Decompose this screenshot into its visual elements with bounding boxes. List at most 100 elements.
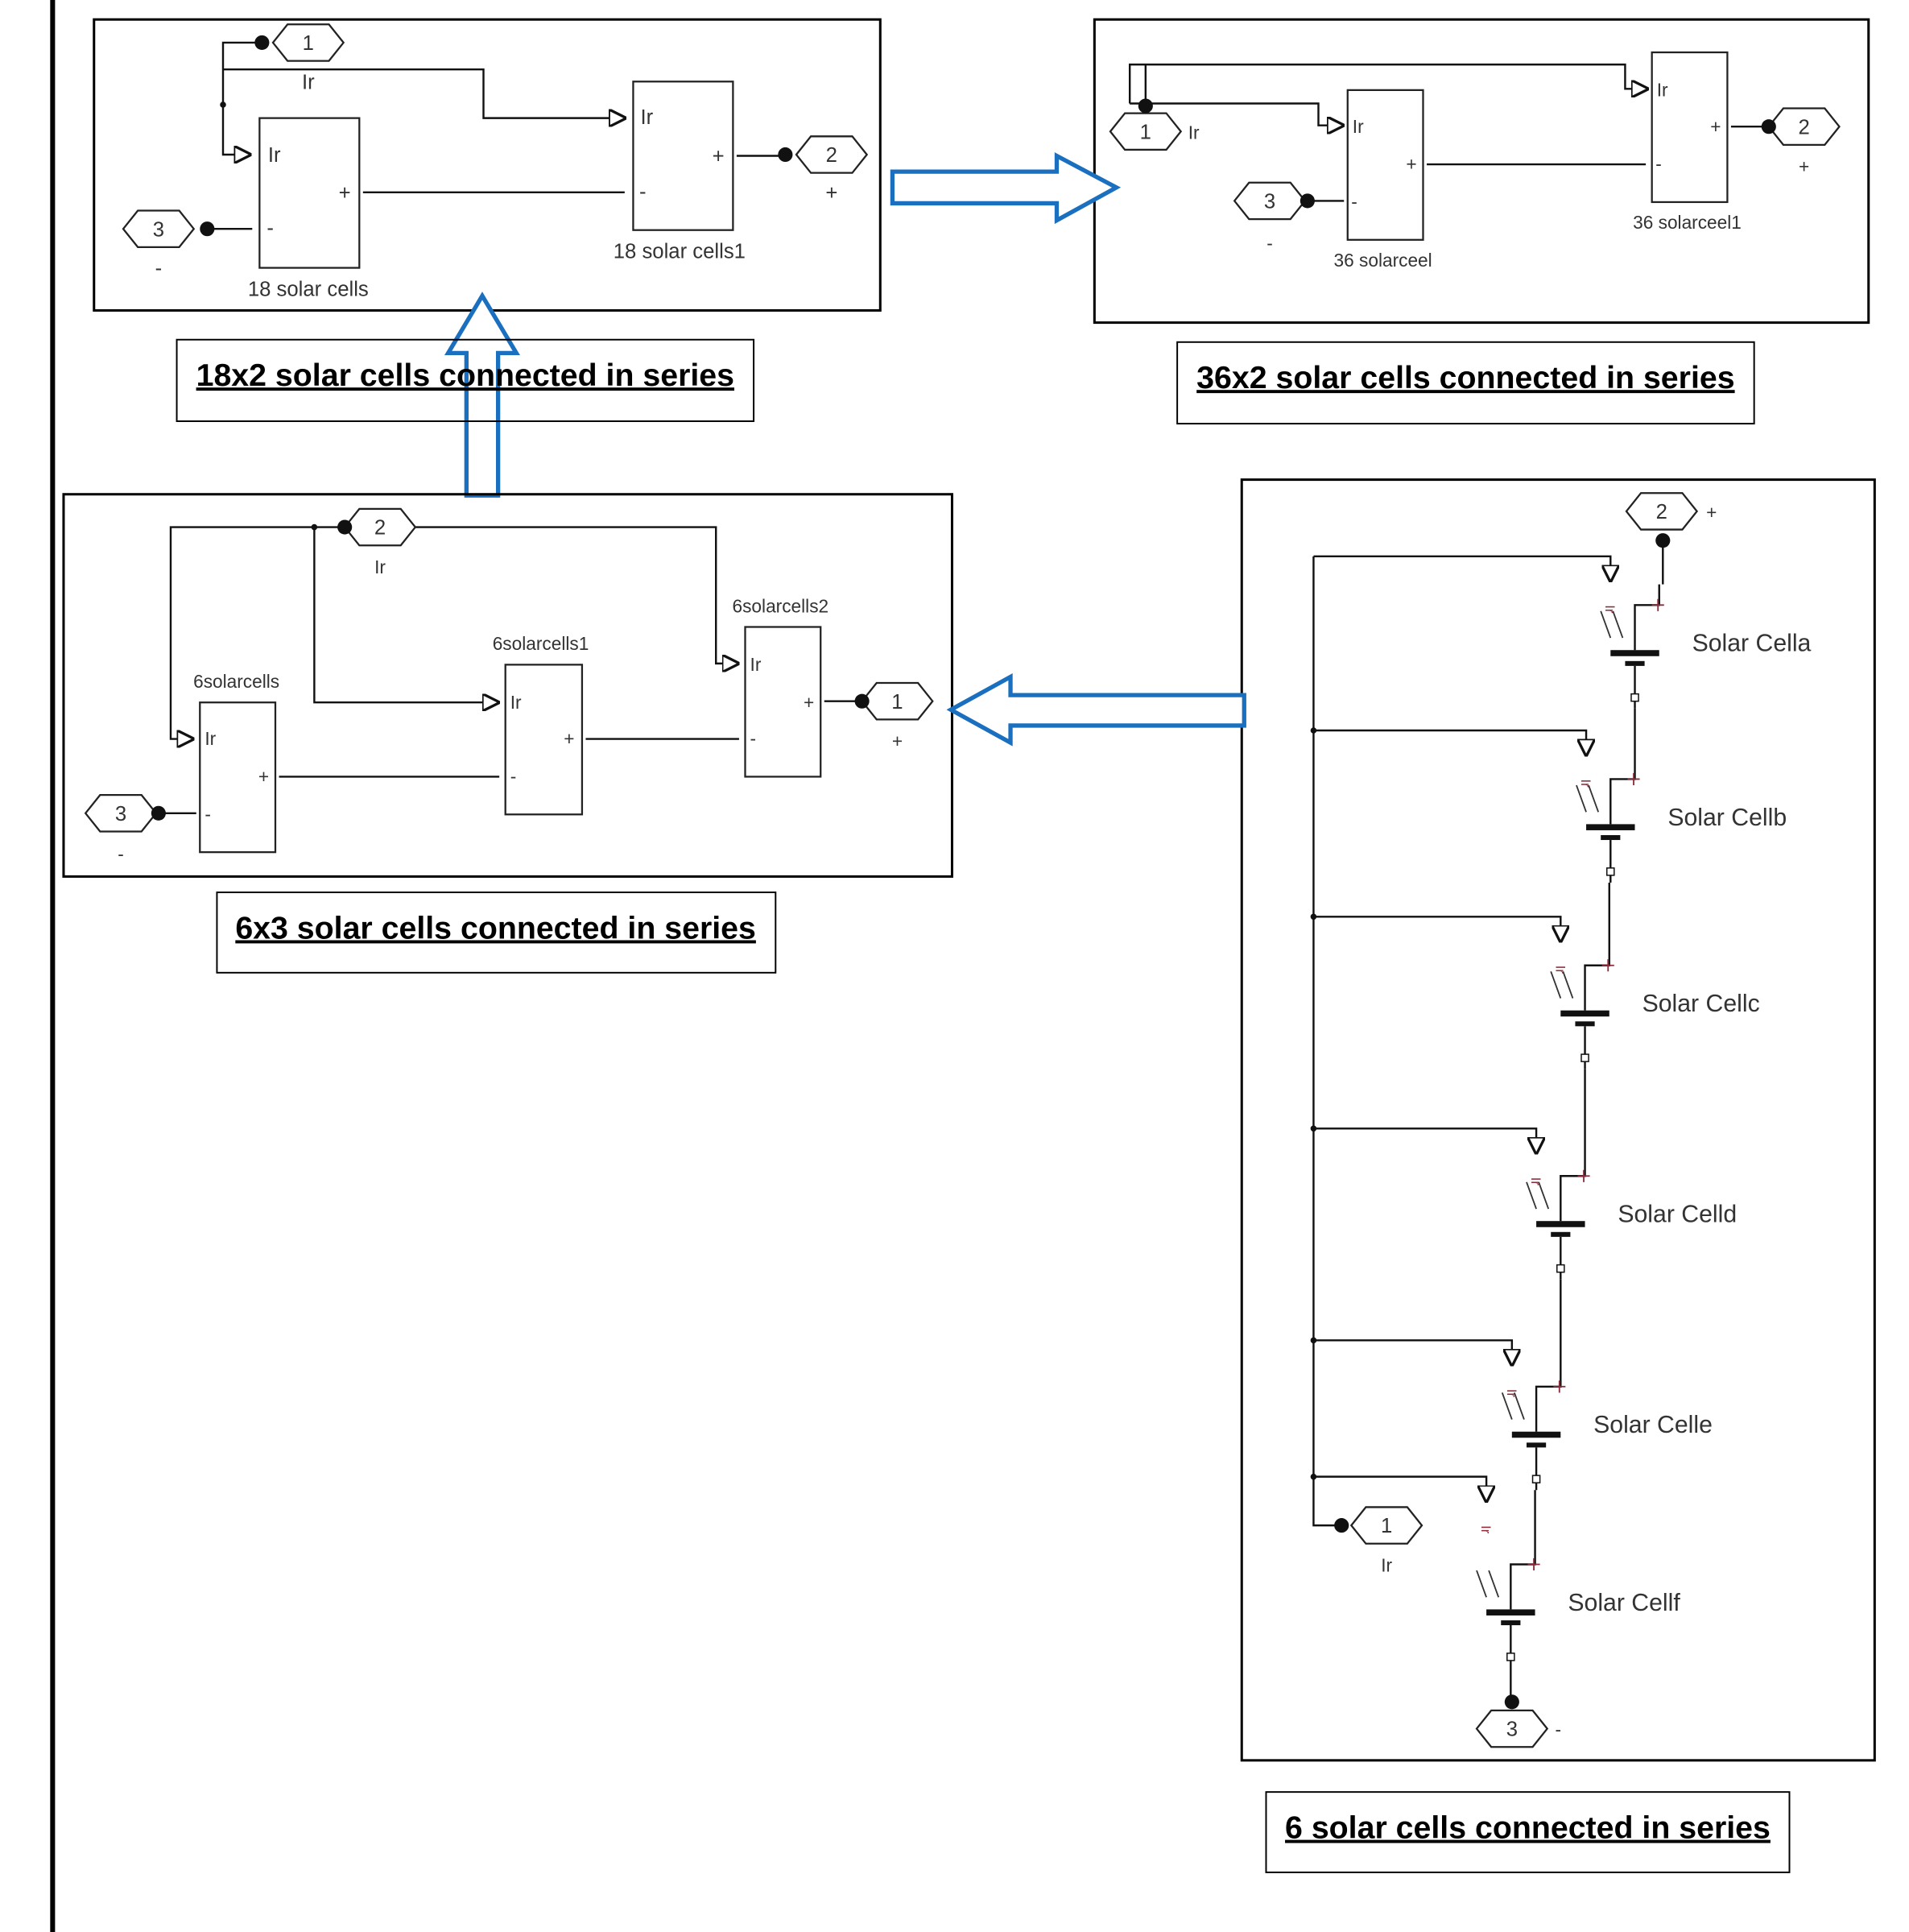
block-18-solar-cells[interactable] (258, 117, 361, 269)
port-ir-label: Ir (374, 556, 386, 577)
block-6solarcells[interactable] (199, 701, 277, 854)
cell-ir-terminal: Ir (1504, 1389, 1519, 1398)
port-block[interactable]: 2 (778, 135, 869, 174)
port-connector-dot (1504, 1694, 1519, 1710)
port-plus-label: + (1799, 156, 1809, 177)
port-number: 3 (1264, 190, 1275, 213)
plus-label: + (713, 146, 725, 168)
port-minus-label: - (155, 258, 163, 280)
block-6solarcells1[interactable] (504, 664, 584, 816)
port-connector-dot (778, 147, 793, 163)
panel-frame (1093, 18, 1870, 325)
block-18-solar-cells1[interactable] (632, 81, 734, 231)
wire-ir-bus (1312, 556, 1340, 1527)
light-rays-icon (1501, 1392, 1525, 1420)
terminal-square (1506, 1653, 1515, 1661)
port-block[interactable]: 2 (337, 507, 417, 547)
block-6solarcells2[interactable] (744, 626, 822, 778)
port-block[interactable]: 1 (1109, 98, 1183, 151)
port-block[interactable]: 2 (1761, 107, 1841, 147)
caption-box-18x2 (176, 338, 755, 423)
port-block[interactable]: 3 (1475, 1694, 1549, 1748)
plus-label: + (804, 692, 814, 713)
port-number: 2 (374, 517, 386, 540)
cell-label: Solar Cellb (1667, 805, 1787, 831)
port-block[interactable]: 1 (854, 681, 934, 721)
ir-label: Ir (1353, 116, 1364, 137)
panel-frame (1240, 478, 1876, 1762)
wire-ir-1 (1130, 102, 1343, 125)
port-block[interactable]: 3 (84, 793, 166, 833)
port-hexagon (122, 209, 196, 249)
cell-plate-negative (1526, 1442, 1547, 1448)
wire-ir-2 (222, 68, 625, 118)
cell-label: Solar Cellf (1568, 1590, 1680, 1616)
port-minus-label: - (118, 844, 124, 865)
plus-label: + (1406, 154, 1416, 175)
wire-ir (1313, 555, 1610, 581)
cell-label: Solar Cella (1692, 631, 1812, 657)
wire-ir-1 (221, 41, 262, 155)
block-36-solarceel[interactable] (1346, 89, 1424, 241)
minus-label: - (750, 728, 757, 749)
cell-plate-negative (1625, 660, 1645, 666)
ir-label: Ir (640, 106, 653, 129)
plus-terminal-icon (1627, 772, 1640, 786)
wire-ir-1 (169, 526, 345, 739)
port-number: 1 (1381, 1515, 1392, 1537)
port-connector-dot (1138, 98, 1153, 114)
block-36-solarceel1[interactable] (1651, 51, 1729, 204)
cell-plate-positive (1610, 650, 1659, 656)
cell-label: Solar Cellc (1642, 991, 1760, 1017)
port-ir-label: Ir (1188, 122, 1200, 143)
port-block[interactable]: 2 (1625, 492, 1699, 548)
wire-series (1560, 1069, 1586, 1222)
port-hexagon (795, 135, 869, 174)
port-hexagon (1625, 492, 1699, 531)
port-number: 3 (115, 803, 126, 825)
cell-label: Solar Celld (1618, 1202, 1737, 1228)
ir-label: Ir (510, 692, 522, 713)
cell-plate-positive (1560, 1010, 1609, 1017)
port-ir-label: Ir (302, 71, 315, 93)
port-block[interactable]: 3 (122, 209, 215, 249)
plus-terminal-icon (1577, 1169, 1590, 1182)
block-label: 18 solar cells (248, 278, 369, 300)
port-number: 1 (891, 691, 903, 714)
arrow-right-icon (890, 152, 1122, 225)
port-plus-label: + (825, 182, 837, 205)
caption-box-6 (1265, 1791, 1791, 1873)
port-number: 2 (1656, 501, 1667, 523)
terminal-square (1605, 867, 1615, 876)
port-number: 3 (153, 218, 164, 241)
terminal-square (1630, 693, 1639, 702)
port-block[interactable]: 1 (254, 23, 345, 62)
cell-plate-positive (1511, 1431, 1561, 1438)
wire-ir (1313, 916, 1560, 941)
wire-series (1584, 882, 1610, 1011)
wire-ir-2 (313, 527, 498, 703)
terminal-square (1556, 1264, 1565, 1273)
port-hexagon (1109, 112, 1183, 151)
port-minus-label: - (1266, 233, 1273, 254)
block-label: 36 solarceel1 (1633, 212, 1742, 233)
plus-terminal-icon (1527, 1558, 1540, 1571)
ir-label: Ir (1657, 79, 1668, 100)
wire-ir (1313, 1339, 1511, 1364)
wire-ir-3 (414, 526, 738, 664)
block-label: 6solarcells1 (493, 633, 589, 654)
plus-label: + (258, 766, 269, 787)
port-connector-dot (1334, 1518, 1349, 1533)
port-block[interactable]: 1 (1334, 1506, 1423, 1545)
caption-18x2: 18x2 solar cells connected in series (196, 358, 734, 393)
cell-ir-terminal: Ir (1552, 966, 1568, 974)
port-block[interactable]: 3 (1233, 181, 1315, 221)
